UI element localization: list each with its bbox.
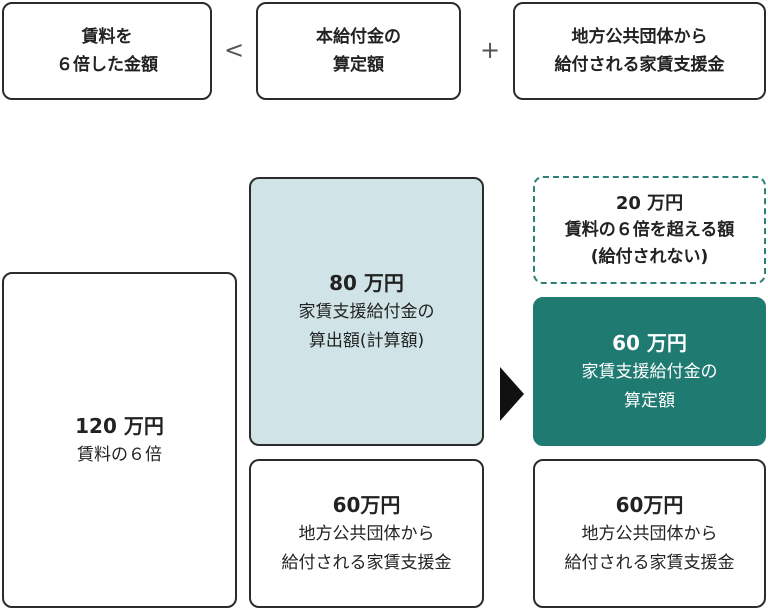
excess-amount-line2: (給付されない) [590,246,709,267]
excess-amount: 20 万円 [615,192,684,214]
benefit-calculation-line2: 算定額 [333,55,384,75]
middle-local-support-box: 60万円 地方公共団体から 給付される家賃支援金 [249,459,484,608]
rent-six-times-label: 賃料の６倍 [77,444,162,465]
final-benefit-box: 60 万円 家賃支援給付金の 算定額 [533,297,766,446]
computed-benefit-line1: 家賃支援給付金の [298,301,435,322]
benefit-calculation-line1: 本給付金の [316,27,401,47]
excess-amount-box: 20 万円 賃料の６倍を超える額 (給付されない) [533,176,766,284]
less-than-operator: < [224,36,245,64]
plus-operator: + [480,36,501,64]
local-government-support-box: 地方公共団体から 給付される家賃支援金 [513,2,766,100]
right-arrow-icon [500,367,524,421]
right-local-support-amount: 60万円 [615,492,684,517]
rent-times-six-box: 賃料を ６倍した金額 [2,2,212,100]
excess-amount-line1: 賃料の６倍を超える額 [564,219,735,240]
rent-times-six-line2: ６倍した金額 [56,55,158,75]
right-local-support-line2: 給付される家賃支援金 [564,552,735,573]
final-benefit-amount: 60 万円 [612,330,687,355]
middle-local-support-line1: 地方公共団体から [298,523,435,544]
middle-local-support-line2: 給付される家賃支援金 [281,552,452,573]
rent-six-times-amount: 120 万円 [75,413,164,438]
rent-six-times-amount-box: 120 万円 賃料の６倍 [2,272,237,608]
computed-benefit-box: 80 万円 家賃支援給付金の 算出額(計算額) [249,177,484,446]
computed-benefit-line2: 算出額(計算額) [308,330,425,351]
benefit-calculation-box: 本給付金の 算定額 [256,2,461,100]
right-local-support-box: 60万円 地方公共団体から 給付される家賃支援金 [533,459,766,608]
final-benefit-line1: 家賃支援給付金の [581,361,718,382]
local-government-support-line1: 地方公共団体から [571,27,708,47]
local-government-support-line2: 給付される家賃支援金 [554,55,725,75]
right-local-support-line1: 地方公共団体から [581,523,718,544]
computed-benefit-amount: 80 万円 [329,270,404,295]
rent-times-six-line1: 賃料を [81,27,133,47]
middle-local-support-amount: 60万円 [332,492,401,517]
final-benefit-line2: 算定額 [624,390,675,411]
